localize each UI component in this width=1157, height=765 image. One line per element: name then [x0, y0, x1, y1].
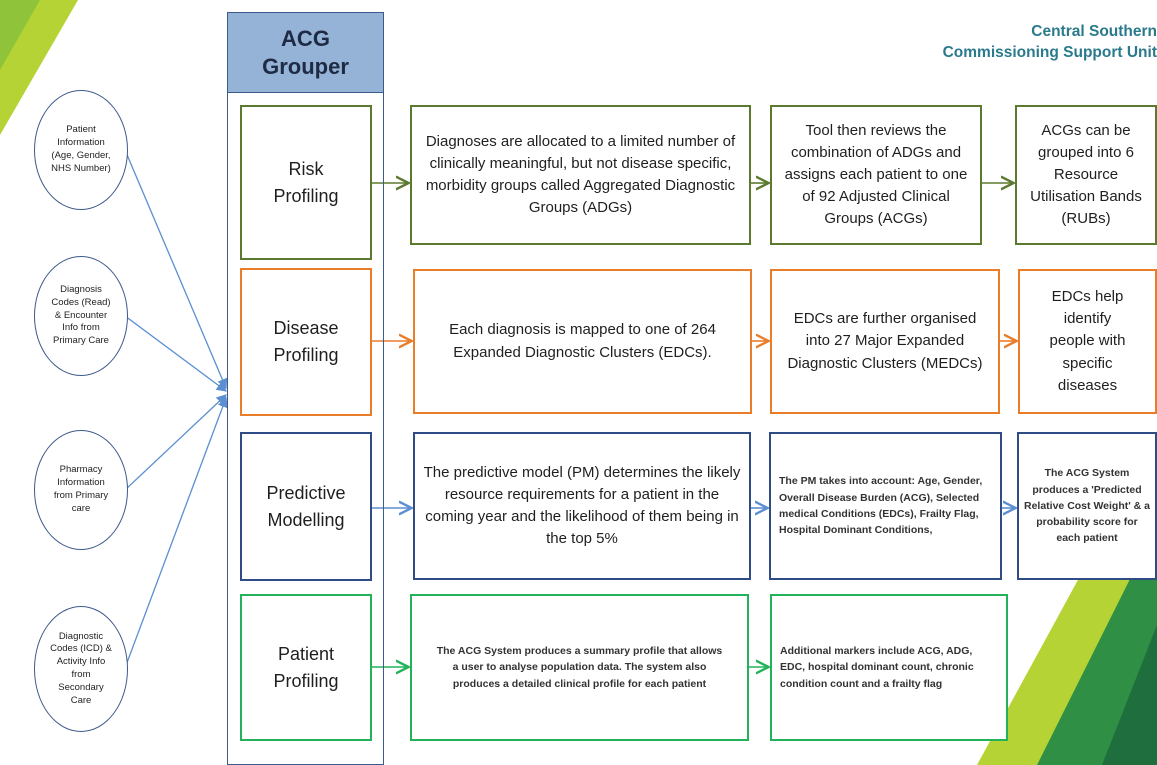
- category-label: Disease Profiling: [273, 318, 339, 365]
- category-patient-profiling: Patient Profiling: [240, 594, 372, 741]
- step-text: EDCs are further organised into 27 Major…: [787, 310, 983, 372]
- step-text: Diagnoses are allocated to a limited num…: [425, 132, 736, 217]
- grouper-header: ACG Grouper: [227, 12, 384, 93]
- input-patient-information: Patient Information (Age, Gender, NHS Nu…: [34, 90, 128, 210]
- patient-step-summary-profile: The ACG System produces a summary profil…: [410, 594, 749, 741]
- input-diagnosis-codes-read: Diagnosis Codes (Read) & Encounter Info …: [34, 256, 128, 376]
- step-text: The ACG System produces a 'Predicted Rel…: [1024, 467, 1150, 545]
- disease-step-identify: EDCs help identify people with specific …: [1018, 269, 1157, 414]
- category-risk-profiling: Risk Profiling: [240, 105, 372, 260]
- disease-step-edcs: Each diagnosis is mapped to one of 264 E…: [413, 269, 752, 414]
- step-text: The predictive model (PM) determines the…: [423, 463, 741, 548]
- step-text: EDCs help identify people with specific …: [1049, 288, 1126, 394]
- risk-step-acgs: Tool then reviews the combination of ADG…: [770, 105, 982, 245]
- category-label: Patient Profiling: [273, 643, 339, 691]
- category-disease-profiling: Disease Profiling: [240, 268, 372, 416]
- category-predictive-modelling: Predictive Modelling: [240, 432, 372, 581]
- step-text: The ACG System produces a summary profil…: [436, 645, 723, 690]
- grouper-title-line1: ACG: [281, 26, 330, 51]
- predictive-step-factors: The PM takes into account: Age, Gender, …: [769, 432, 1002, 580]
- category-label: Predictive Modelling: [266, 482, 346, 530]
- org-name-line2: Commissioning Support Unit: [942, 43, 1157, 61]
- input-diagnostic-codes-icd: Diagnostic Codes (ICD) & Activity Info f…: [34, 606, 128, 732]
- input-label: Patient Information (Age, Gender, NHS Nu…: [51, 124, 111, 174]
- corner-decoration-top-left: [0, 0, 78, 135]
- disease-step-medcs: EDCs are further organised into 27 Major…: [770, 269, 1000, 414]
- risk-step-rubs: ACGs can be grouped into 6 Resource Util…: [1015, 105, 1157, 245]
- step-text: ACGs can be grouped into 6 Resource Util…: [1030, 121, 1142, 228]
- input-label: Diagnostic Codes (ICD) & Activity Info f…: [50, 630, 112, 706]
- risk-step-adgs: Diagnoses are allocated to a limited num…: [410, 105, 751, 245]
- input-pharmacy-information: Pharmacy Information from Primary care: [34, 430, 128, 550]
- org-brand: Central Southern Commissioning Support U…: [820, 22, 1157, 64]
- input-label: Pharmacy Information from Primary care: [53, 464, 109, 514]
- step-text: The PM takes into account: Age, Gender, …: [779, 475, 983, 537]
- step-text: Tool then reviews the combination of ADG…: [784, 121, 968, 228]
- predictive-step-model: The predictive model (PM) determines the…: [413, 432, 751, 580]
- org-name-line1: Central Southern: [1031, 23, 1157, 40]
- grouper-title-line2: Grouper: [262, 53, 349, 79]
- input-label: Diagnosis Codes (Read) & Encounter Info …: [51, 283, 111, 347]
- step-text: Each diagnosis is mapped to one of 264 E…: [449, 321, 716, 361]
- step-text: Additional markers include ACG, ADG, EDC…: [780, 645, 974, 690]
- predictive-step-cost-weight: The ACG System produces a 'Predicted Rel…: [1017, 432, 1157, 580]
- category-label: Risk Profiling: [273, 158, 339, 206]
- patient-step-markers: Additional markers include ACG, ADG, EDC…: [770, 594, 1008, 741]
